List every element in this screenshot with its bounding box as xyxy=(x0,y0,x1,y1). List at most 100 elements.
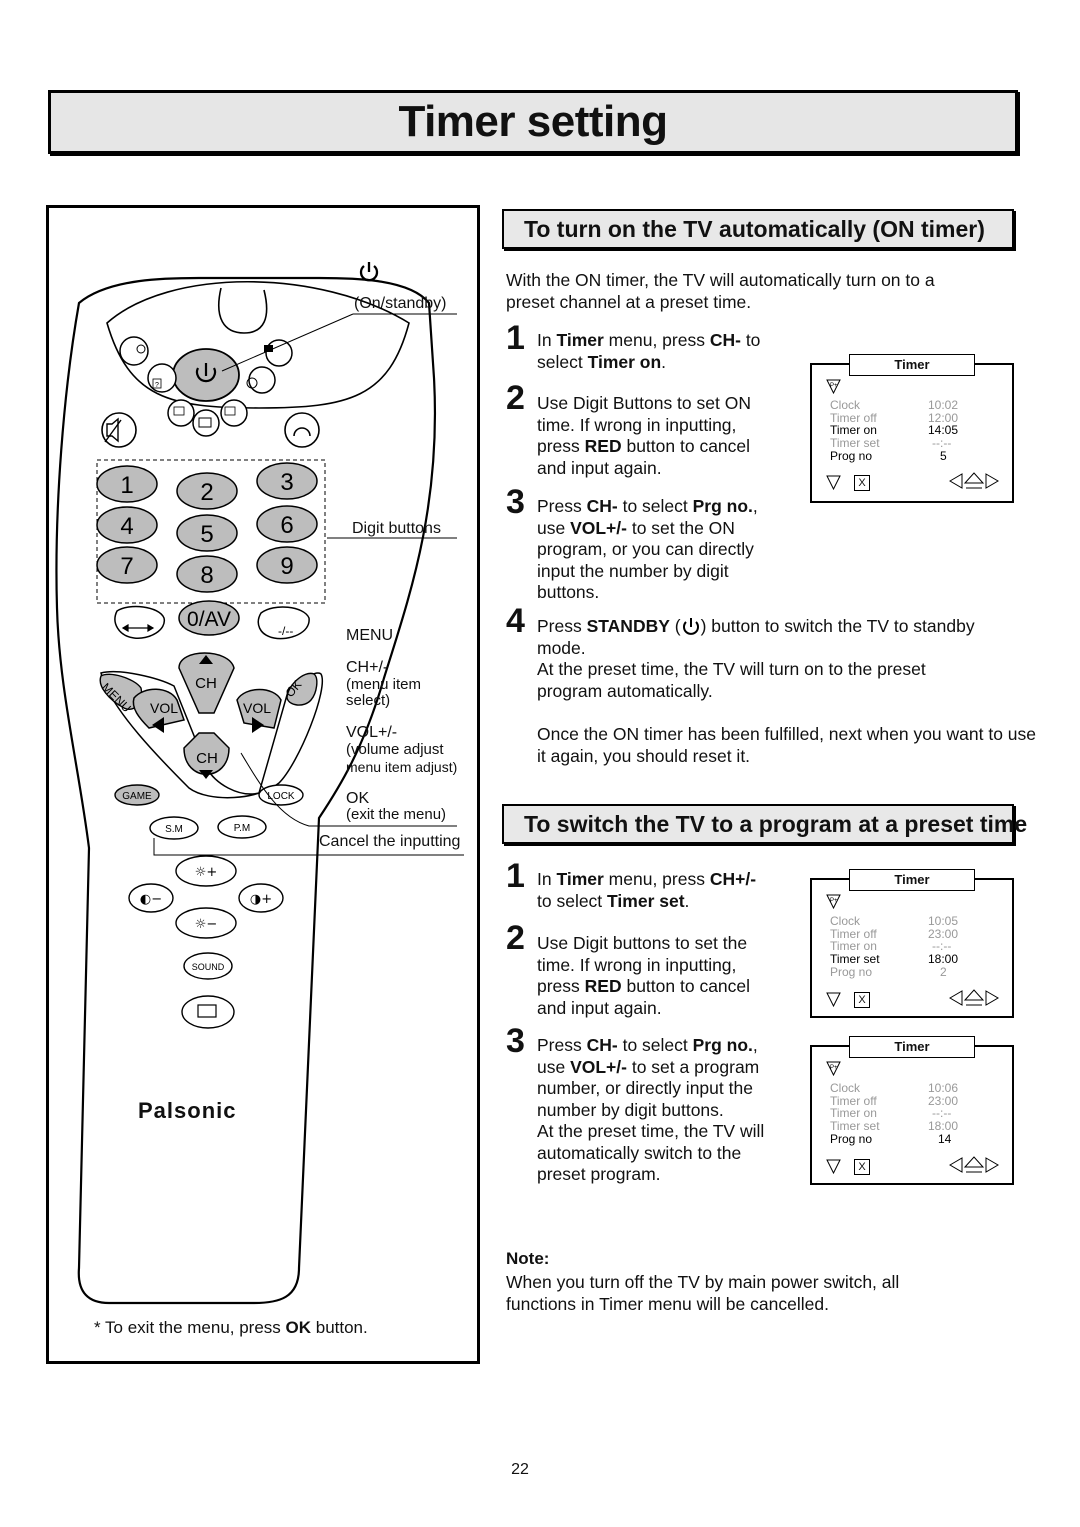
label-ch: CH+/- xyxy=(346,659,389,676)
remote-panel xyxy=(46,205,480,1364)
label-ok-detail: (exit the menu) xyxy=(346,806,447,823)
osd-row-label: Timer off xyxy=(830,1094,877,1108)
on-timer-after-text: Once the ON timer has been fulfilled, ne… xyxy=(537,724,1037,766)
label-ok: OK xyxy=(346,790,370,807)
osd-preset-down-icon xyxy=(826,475,841,491)
on-step-4-text: Press STANDBY () button to switch the TV… xyxy=(537,616,975,701)
osd-row-label: Prog no xyxy=(830,965,873,979)
ok-button xyxy=(286,672,318,706)
on-standby-power-icon xyxy=(357,260,381,284)
headphone-icon xyxy=(293,427,311,437)
digit-key-5[interactable]: 5 xyxy=(200,521,213,548)
on-step-2-text: Use Digit Buttons to set ON time. If wro… xyxy=(537,393,751,478)
digit-key-6[interactable]: 6 xyxy=(280,512,293,539)
prog-step-1-number: 1 xyxy=(506,857,525,895)
on-timer-intro: With the ON timer, the TV will automatic… xyxy=(506,270,935,312)
page-number: 22 xyxy=(511,1461,529,1478)
lock-key-label[interactable]: LOCK xyxy=(267,791,295,802)
osd-close-box: X xyxy=(854,1159,870,1175)
osd-row-value: 10:05 xyxy=(928,914,959,928)
osd-row-value: --:-- xyxy=(932,436,952,450)
osd-timer-title: Timer xyxy=(849,354,975,376)
prog-step-2-number: 2 xyxy=(506,919,525,957)
key-dash[interactable]: -/-- xyxy=(278,624,293,638)
digit-key-9[interactable]: 9 xyxy=(280,553,293,580)
osd-nav-arrows-icon xyxy=(948,471,1000,491)
osd-timer-title: Timer xyxy=(849,869,975,891)
game-button xyxy=(114,784,160,806)
osd-timer-panel: Timer P+ Clock 10:05 Timer off 23:00 Tim… xyxy=(810,869,1014,1018)
on-step-1-text: In Timer menu, press CH- to select Timer… xyxy=(537,330,761,372)
label-vol-detail-1: (volume adjust xyxy=(346,741,444,758)
sound-key-label[interactable]: SOUND xyxy=(192,962,225,972)
tv-button xyxy=(181,995,235,1029)
prog-step-2-text: Use Digit buttons to set the time. If wr… xyxy=(537,933,751,1018)
osd-row-label: Timer on xyxy=(830,1106,877,1120)
game-key-label[interactable]: GAME xyxy=(122,791,152,802)
label-vol-detail-2: menu item adjust) xyxy=(346,759,458,775)
pm-key-label[interactable]: P.M xyxy=(234,823,251,834)
vol-down-button xyxy=(132,688,185,729)
remote-illustration: ? 1 2 3 4 5 6 7 8 9 0/AV -/-- xyxy=(55,276,464,1305)
label-digit-buttons: Digit buttons xyxy=(352,520,441,537)
vol-down-label[interactable]: VOL xyxy=(150,700,178,716)
osd-row-value: 10:06 xyxy=(928,1081,959,1095)
osd-row-label: Timer off xyxy=(830,411,877,425)
digit-key-3[interactable]: 3 xyxy=(280,469,293,496)
osd-timer-panel: Timer P+ Clock 10:02 Timer off 12:00 Tim… xyxy=(810,354,1014,503)
osd-timer-title: Timer xyxy=(849,1036,975,1058)
osd-row-value: 18:00 xyxy=(928,952,959,966)
osd-row-label: Clock xyxy=(830,1081,861,1095)
ch-up-label[interactable]: CH xyxy=(195,675,217,692)
lock-button xyxy=(258,784,304,806)
power-icon xyxy=(195,363,217,383)
osd-row-label: Clock xyxy=(830,398,861,412)
digit-key-2[interactable]: 2 xyxy=(200,479,213,506)
osd-row-label: Timer on xyxy=(830,939,877,953)
digit-key-7[interactable]: 7 xyxy=(120,553,133,580)
on-step-1-number: 1 xyxy=(506,319,525,357)
top-cap-outline xyxy=(106,281,410,409)
on-step-4-number: 4 xyxy=(506,602,525,640)
osd-row-value: 14:05 xyxy=(928,423,959,437)
label-ch-detail-1: (menu item xyxy=(346,676,422,693)
prog-step-1-text: In Timer menu, press CH+/- to select Tim… xyxy=(537,869,757,911)
mute-button xyxy=(101,412,137,448)
contrast-down-icon: ◐− xyxy=(140,892,162,907)
osd-preset-icon: P+ xyxy=(826,894,841,910)
label-on-standby: (On/standby) xyxy=(354,295,447,312)
ch-down-label[interactable]: CH xyxy=(196,750,218,767)
contrast-up-icon: ◑+ xyxy=(250,892,272,907)
swap-icon xyxy=(121,623,155,633)
digit-key-4[interactable]: 4 xyxy=(120,513,133,540)
tv-icon xyxy=(197,1004,217,1018)
osd-close-box: X xyxy=(854,475,870,491)
osd-preset-icon: P+ xyxy=(826,1061,841,1077)
digit-key-1[interactable]: 1 xyxy=(120,472,133,499)
on-step-3-text: Press CH- to select Prg no., use VOL+/- … xyxy=(537,496,758,602)
osd-row-value: --:-- xyxy=(932,1106,952,1120)
note-text: When you turn off the TV by main power s… xyxy=(506,1272,900,1314)
osd-row-value: 2 xyxy=(940,965,947,979)
digit-key-8[interactable]: 8 xyxy=(200,562,213,589)
vol-up-label[interactable]: VOL xyxy=(243,700,271,716)
osd-row-label: Prog no xyxy=(830,449,873,463)
sm-key-label[interactable]: S.M xyxy=(165,824,183,835)
svg-text:P+: P+ xyxy=(830,1065,838,1071)
osd-row-label: Timer set xyxy=(830,952,880,966)
osd-row-label: Clock xyxy=(830,914,861,928)
osd-row-label: Timer off xyxy=(830,927,877,941)
label-cancel-inputting: Cancel the inputting xyxy=(319,833,461,850)
prog-step-3-text: Press CH- to select Prg no., use VOL+/- … xyxy=(537,1035,765,1184)
osd-row-label: Timer set xyxy=(830,1119,880,1133)
on-step-2-number: 2 xyxy=(506,379,525,417)
osd-preset-down-icon xyxy=(826,1159,841,1175)
osd-row-value: 5 xyxy=(940,449,947,463)
key-0-av[interactable]: 0/AV xyxy=(187,608,231,631)
on-step-3-number: 3 xyxy=(506,483,525,521)
sm-button xyxy=(149,816,199,840)
label-ch-detail-2: select) xyxy=(346,692,391,709)
osd-nav-arrows-icon xyxy=(948,1155,1000,1175)
standby-inline-icon xyxy=(681,617,701,635)
on-timer-heading: To turn on the TV automatically (ON time… xyxy=(502,209,1014,249)
